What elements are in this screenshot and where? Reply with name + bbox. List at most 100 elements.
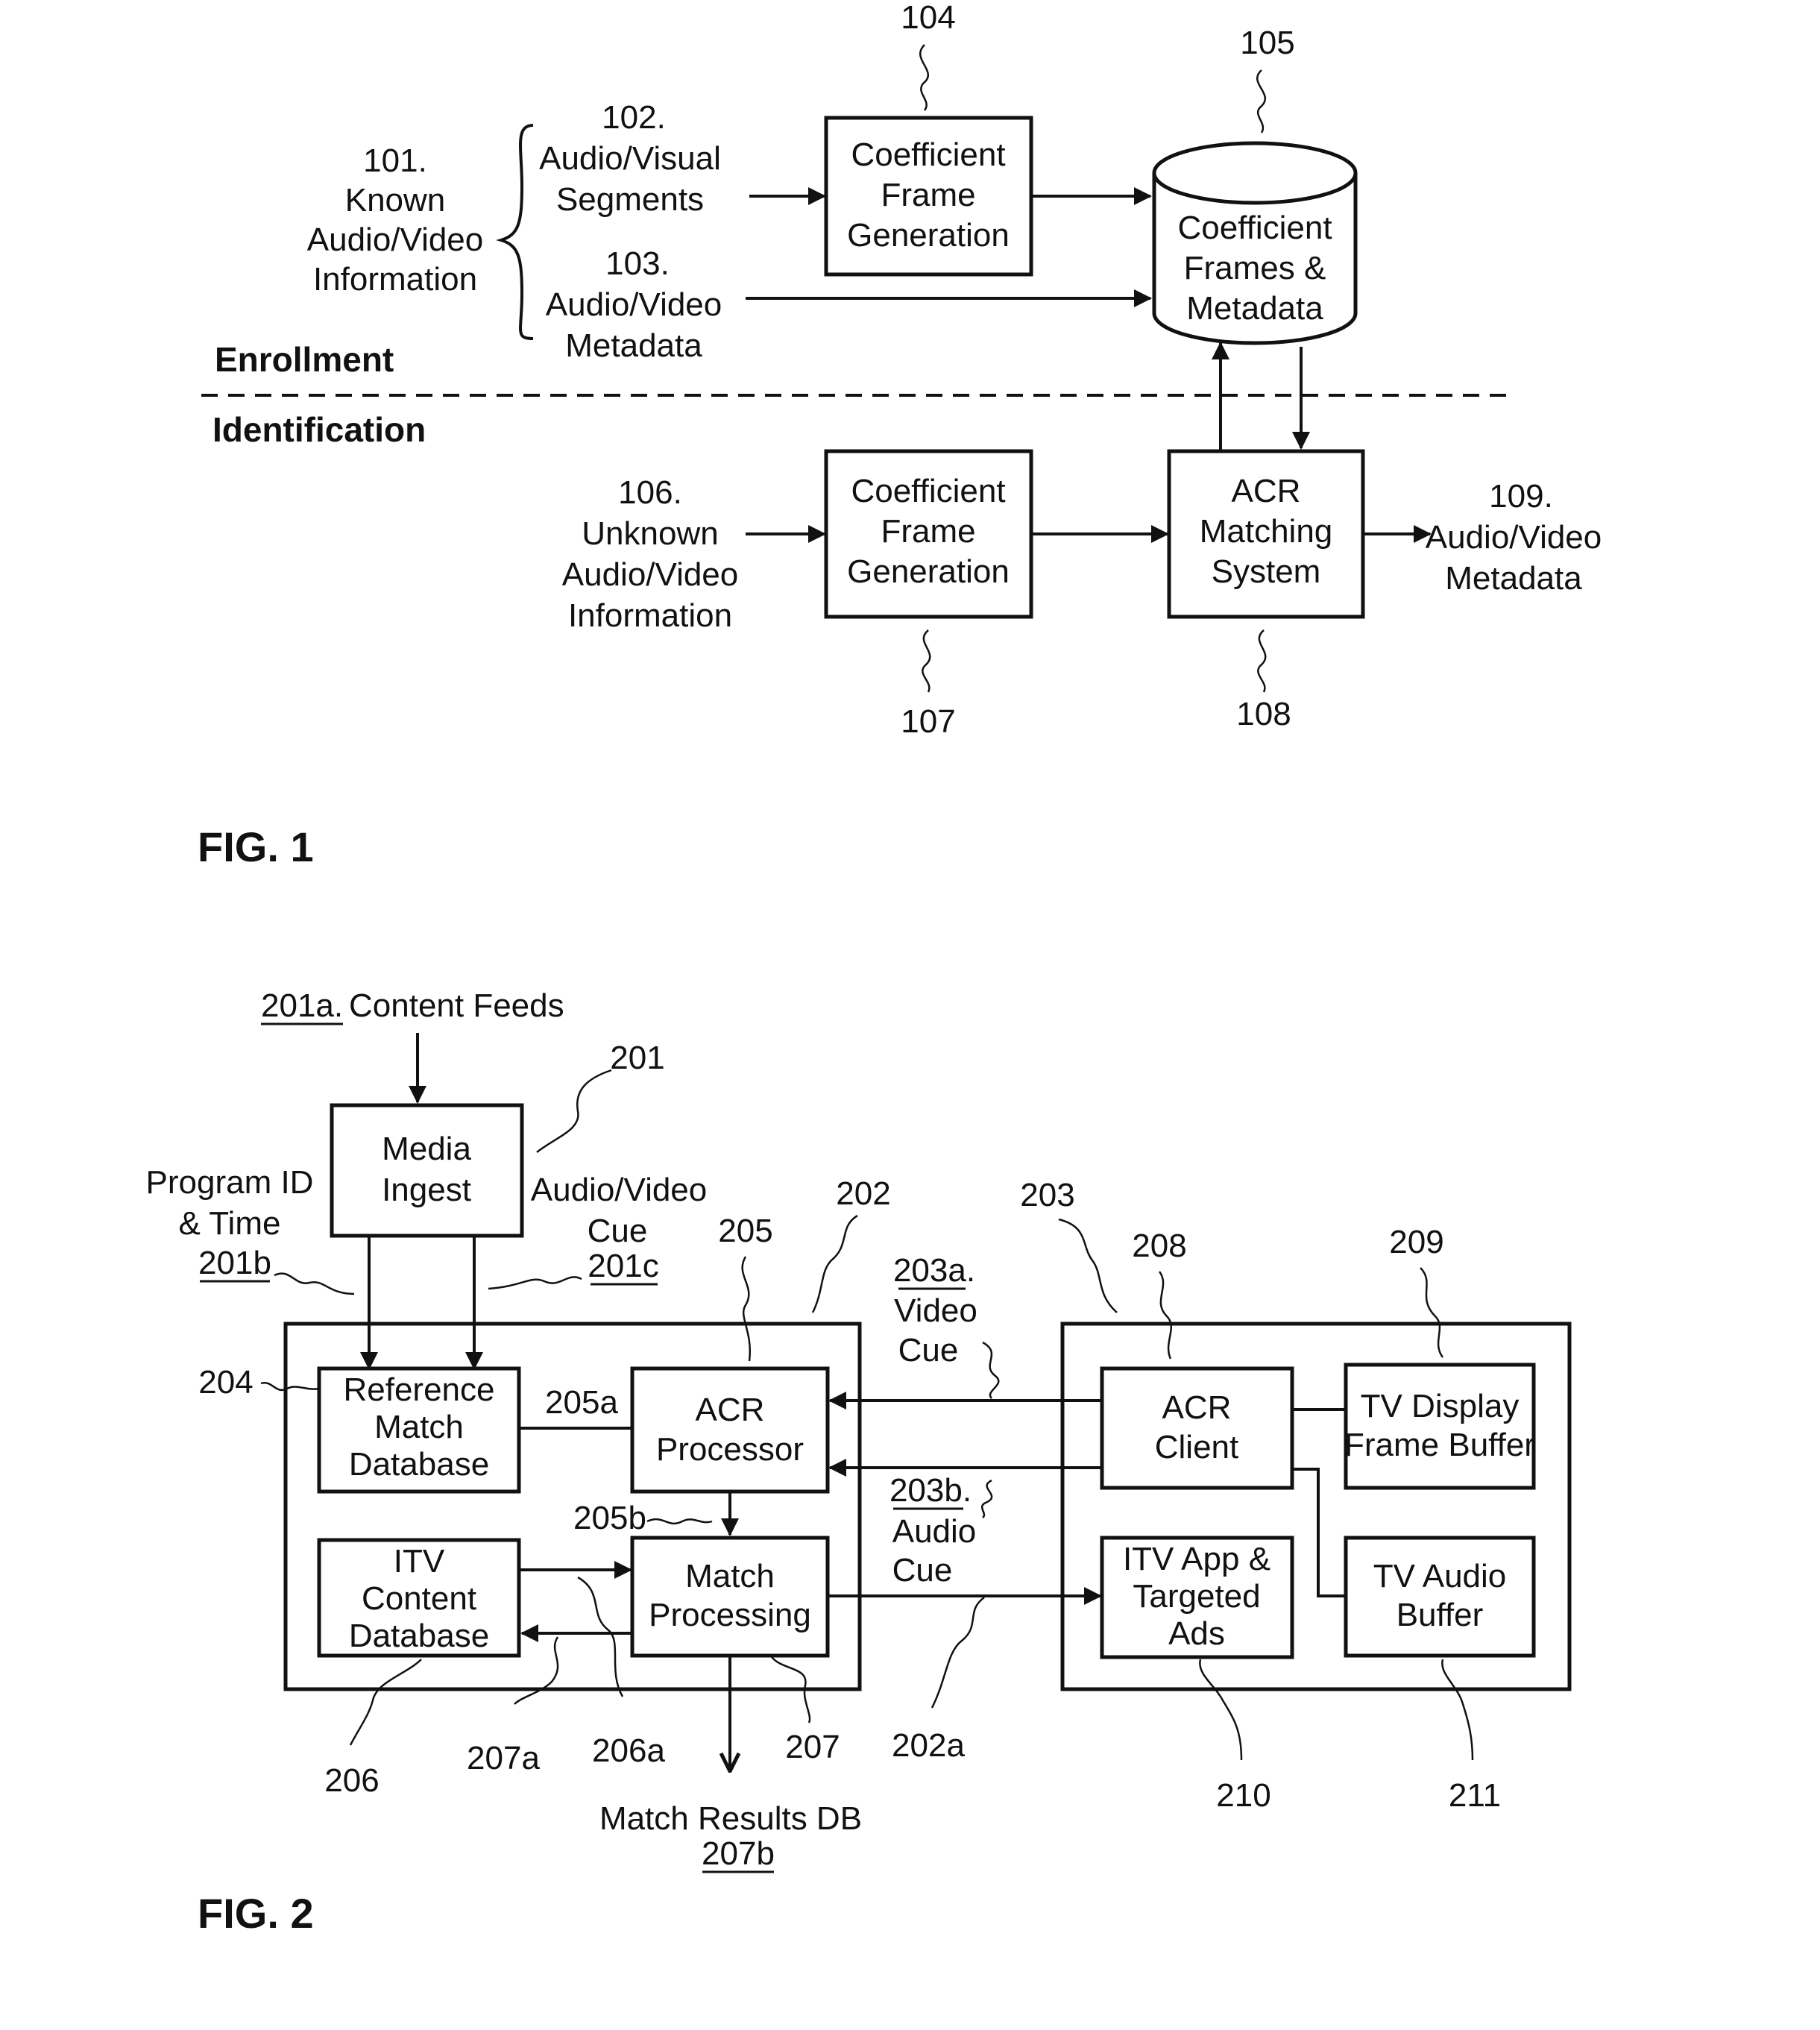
squiggle-202 xyxy=(813,1216,857,1313)
match-results-db-ref: 207b xyxy=(702,1835,775,1872)
label-205b: 205b xyxy=(573,1500,646,1536)
coef-gen-bottom-line-2: Frame xyxy=(881,513,975,550)
video-cue-ref: 203a. xyxy=(893,1252,975,1289)
unknown-av-information: 106. Unknown Audio/Video Information xyxy=(562,474,739,634)
ref-207: 207 xyxy=(785,1729,840,1765)
ref-205: 205 xyxy=(718,1213,772,1249)
ref-202: 202 xyxy=(836,1175,890,1212)
squiggle-207a xyxy=(514,1637,558,1704)
coef-gen-bottom-line-1: Coefficient xyxy=(851,473,1005,509)
reference-db-line-2: Match xyxy=(374,1409,464,1445)
ref-206: 206 xyxy=(324,1762,379,1799)
squiggle-201b xyxy=(274,1274,354,1294)
label-205a: 205a xyxy=(545,1384,618,1421)
audio-cue-line-1: Audio xyxy=(892,1513,977,1550)
squiggle-104 xyxy=(920,45,928,110)
squiggle-108 xyxy=(1258,630,1265,692)
tv-display-line-1: TV Display xyxy=(1361,1388,1520,1424)
acr-processor-box xyxy=(632,1368,828,1492)
media-ingest-box xyxy=(332,1105,522,1236)
tv-display-line-2: Frame Buffer xyxy=(1344,1427,1535,1463)
video-cue-line-2: Cue xyxy=(898,1332,959,1368)
output-av-metadata: 109. Audio/Video Metadata xyxy=(1426,478,1602,597)
curly-brace xyxy=(501,125,533,339)
ref-209: 209 xyxy=(1389,1224,1443,1260)
out-metadata-line-1: 109. xyxy=(1489,478,1553,515)
known-info-line-2: Known xyxy=(345,182,446,219)
squiggle-204 xyxy=(261,1383,319,1390)
video-cue-line-1: Video xyxy=(894,1292,977,1329)
squiggle-211 xyxy=(1442,1659,1473,1760)
squiggle-203a xyxy=(983,1342,998,1398)
media-ingest-line-1: Media xyxy=(382,1131,471,1167)
itv-db-line-3: Database xyxy=(349,1618,489,1654)
coef-gen-top-line-2: Frame xyxy=(881,177,975,213)
known-av-information: 101. Known Audio/Video Information xyxy=(307,142,484,298)
coef-gen-top-line-1: Coefficient xyxy=(851,136,1005,173)
av-metadata: 103. Audio/Video Metadata xyxy=(546,245,722,364)
ref-201: 201 xyxy=(610,1040,664,1076)
identification-label: Identification xyxy=(212,410,426,449)
av-segments-line-2: Audio/Visual xyxy=(539,140,721,177)
match-processing-line-1: Match xyxy=(685,1558,775,1594)
ref-203: 203 xyxy=(1020,1177,1074,1213)
fig-1-caption: FIG. 1 xyxy=(198,823,314,870)
squiggle-205 xyxy=(743,1257,750,1361)
tv-audio-line-2: Buffer xyxy=(1397,1597,1484,1633)
itv-db-line-1: ITV xyxy=(394,1543,445,1580)
acr-matching-line-2: Matching xyxy=(1200,513,1333,550)
coef-db-line-1: Coefficient xyxy=(1177,210,1332,246)
acr-matching-line-3: System xyxy=(1212,553,1321,590)
fig-2-caption: FIG. 2 xyxy=(198,1890,314,1937)
av-cue-ref: 201c xyxy=(588,1248,658,1284)
ref-107: 107 xyxy=(901,703,955,740)
coef-gen-top-line-3: Generation xyxy=(847,217,1010,254)
acr-processor-line-2: Processor xyxy=(656,1431,804,1468)
reference-db-line-3: Database xyxy=(349,1446,489,1483)
known-info-line-4: Information xyxy=(313,261,477,298)
known-info-line-3: Audio/Video xyxy=(307,221,484,258)
reference-db-line-1: Reference xyxy=(343,1371,494,1408)
program-id-line-1: Program ID xyxy=(146,1164,314,1201)
match-results-db-label: Match Results DB xyxy=(599,1800,862,1837)
acr-matching-line-1: ACR xyxy=(1232,473,1301,509)
squiggle-202a xyxy=(932,1597,984,1708)
ref-210: 210 xyxy=(1216,1777,1270,1814)
ref-202a: 202a xyxy=(892,1727,965,1764)
squiggle-208 xyxy=(1159,1272,1171,1359)
squiggle-203b xyxy=(982,1480,992,1518)
coef-db-line-3: Metadata xyxy=(1186,290,1323,327)
audio-cue-ref: 203b. xyxy=(889,1472,972,1509)
program-id-line-2: & Time xyxy=(179,1205,281,1242)
av-segments-line-3: Segments xyxy=(556,181,704,218)
acr-client-box xyxy=(1102,1368,1292,1488)
squiggle-205b xyxy=(647,1519,712,1524)
squiggle-105 xyxy=(1257,70,1265,133)
squiggle-201 xyxy=(537,1070,611,1152)
acr-processor-line-1: ACR xyxy=(696,1392,765,1428)
squiggle-203 xyxy=(1059,1219,1117,1313)
audio-cue-line-2: Cue xyxy=(892,1552,953,1589)
connector-client-to-audio xyxy=(1294,1469,1344,1596)
figure-2: 201a. Content Feeds 201 Media Ingest Pro… xyxy=(146,987,1569,1937)
figure-1: 104 105 101. Known Audio/Video Informati… xyxy=(198,0,1602,870)
ref-207a: 207a xyxy=(467,1740,540,1776)
av-metadata-line-1: 103. xyxy=(605,245,670,282)
av-cue-line-1: Audio/Video xyxy=(531,1172,708,1208)
av-metadata-line-3: Metadata xyxy=(565,327,702,364)
acr-client-line-2: Client xyxy=(1155,1429,1239,1465)
ref-108: 108 xyxy=(1236,696,1291,732)
content-feeds-ref: 201a. xyxy=(261,987,343,1024)
squiggle-209 xyxy=(1420,1268,1443,1357)
unknown-info-line-2: Unknown xyxy=(582,515,718,552)
ref-211: 211 xyxy=(1449,1777,1501,1814)
coef-db-line-2: Frames & xyxy=(1184,250,1326,286)
ref-105: 105 xyxy=(1240,25,1294,61)
av-metadata-line-2: Audio/Video xyxy=(546,286,722,323)
acr-client-line-1: ACR xyxy=(1162,1389,1232,1426)
itv-db-line-2: Content xyxy=(362,1580,476,1617)
unknown-info-line-4: Information xyxy=(568,597,732,634)
enrollment-label: Enrollment xyxy=(215,340,394,379)
unknown-info-line-1: 106. xyxy=(618,474,682,511)
